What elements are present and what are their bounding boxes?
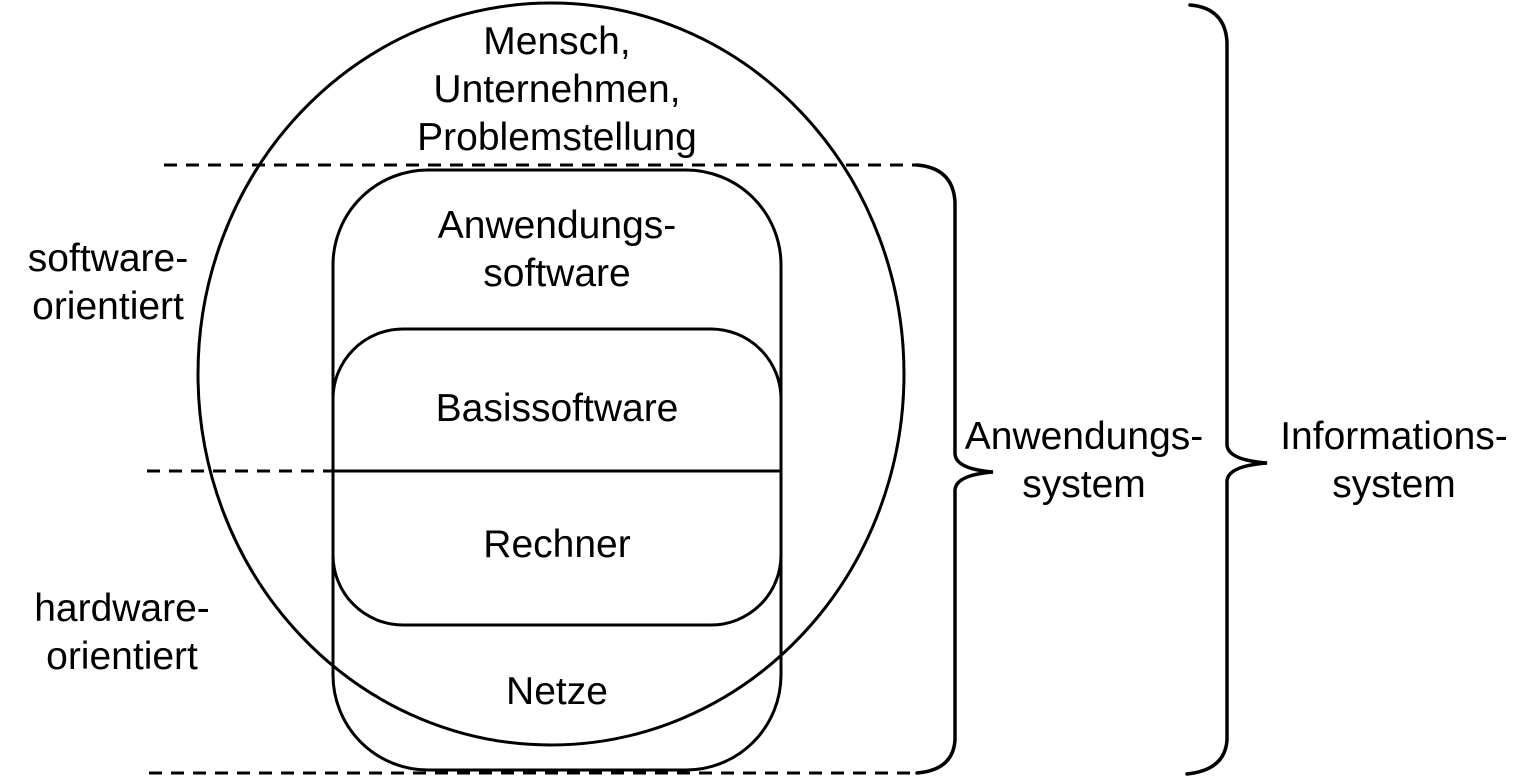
software-oriented-label-line: software- [27, 237, 189, 280]
environment-circle-label-line: Unternehmen, [433, 68, 681, 111]
software-oriented-label: software- orientiert [28, 235, 188, 331]
environment-circle-label-line: Problemstellung [417, 116, 697, 159]
networks-label-line: Netze [506, 670, 608, 713]
software-oriented-label-line: orientiert [32, 285, 184, 328]
information-system-label: Informations- system [1280, 413, 1508, 509]
environment-circle [196, 1, 906, 747]
computer-label-line: Rechner [483, 523, 631, 566]
anwendungssystem-brace [915, 163, 994, 775]
computer-label: Rechner [483, 521, 630, 569]
information-system-label-line: Informations- [1280, 415, 1508, 458]
application-software-label-line: software [483, 252, 631, 295]
hardware-oriented-label: hardware- orientiert [34, 585, 210, 681]
networks-label: Netze [506, 668, 608, 716]
basissoftware-rechner-rect [331, 327, 783, 627]
base-software-label-line: Basissoftware [435, 387, 679, 430]
hardware-oriented-label-line: hardware- [34, 587, 210, 630]
environment-circle-label-line: Mensch, [483, 20, 631, 63]
environment-circle-label: Mensch, Unternehmen, Problemstellung [417, 18, 697, 162]
application-system-label-line: system [1022, 463, 1146, 506]
application-system-label-line: Anwendungs- [964, 415, 1204, 458]
information-system-label-line: system [1332, 463, 1456, 506]
application-system-label: Anwendungs- system [965, 413, 1204, 509]
base-software-label: Basissoftware [436, 385, 679, 433]
application-software-label: Anwendungs- software [438, 202, 677, 298]
informationssystem-brace [1185, 3, 1268, 776]
hardware-oriented-label-line: orientiert [46, 635, 198, 678]
application-software-label-line: Anwendungs- [437, 204, 677, 247]
